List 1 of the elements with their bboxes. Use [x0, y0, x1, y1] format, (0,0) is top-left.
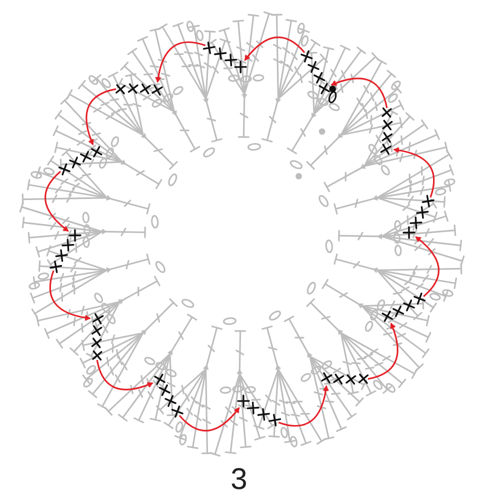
- step-number: 3: [230, 465, 248, 495]
